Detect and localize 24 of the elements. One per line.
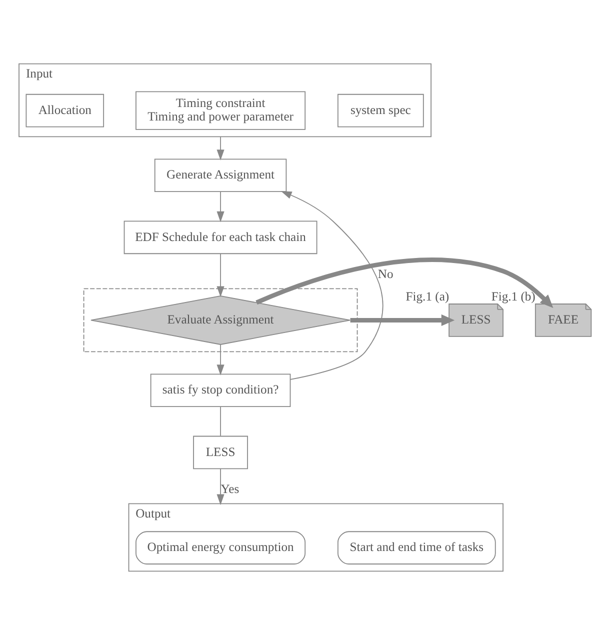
connector	[220, 406, 221, 436]
node-box: Allocation	[26, 93, 104, 127]
node-label: Fig.1 (a)	[406, 289, 450, 304]
node-box: satis fy stop condition?	[150, 373, 291, 407]
node-box: Timing constraint Timing and power parameter	[136, 90, 306, 130]
edge-label: Yes	[220, 482, 240, 496]
node-label: Fig.1 (b)	[491, 289, 536, 304]
arrow	[216, 136, 224, 160]
arrow	[280, 190, 384, 380]
cluster	[83, 288, 358, 352]
node-box: Optimal energy consumption	[136, 530, 306, 564]
node-box: Start and end time of tasks	[337, 530, 496, 564]
node-diamond: Evaluate Assignment	[90, 294, 351, 344]
arrow	[350, 314, 455, 326]
arrow	[256, 257, 554, 308]
node-box: system spec	[337, 93, 424, 127]
arrow	[216, 344, 224, 375]
node-box: LESS	[193, 435, 248, 469]
arrow	[216, 190, 224, 222]
arrow	[216, 468, 224, 505]
edge-label: No	[378, 266, 394, 281]
node-box: Generate Assignment	[154, 158, 287, 192]
arrow	[216, 253, 224, 297]
node-box: EDF Schedule for each task chain	[124, 220, 318, 254]
